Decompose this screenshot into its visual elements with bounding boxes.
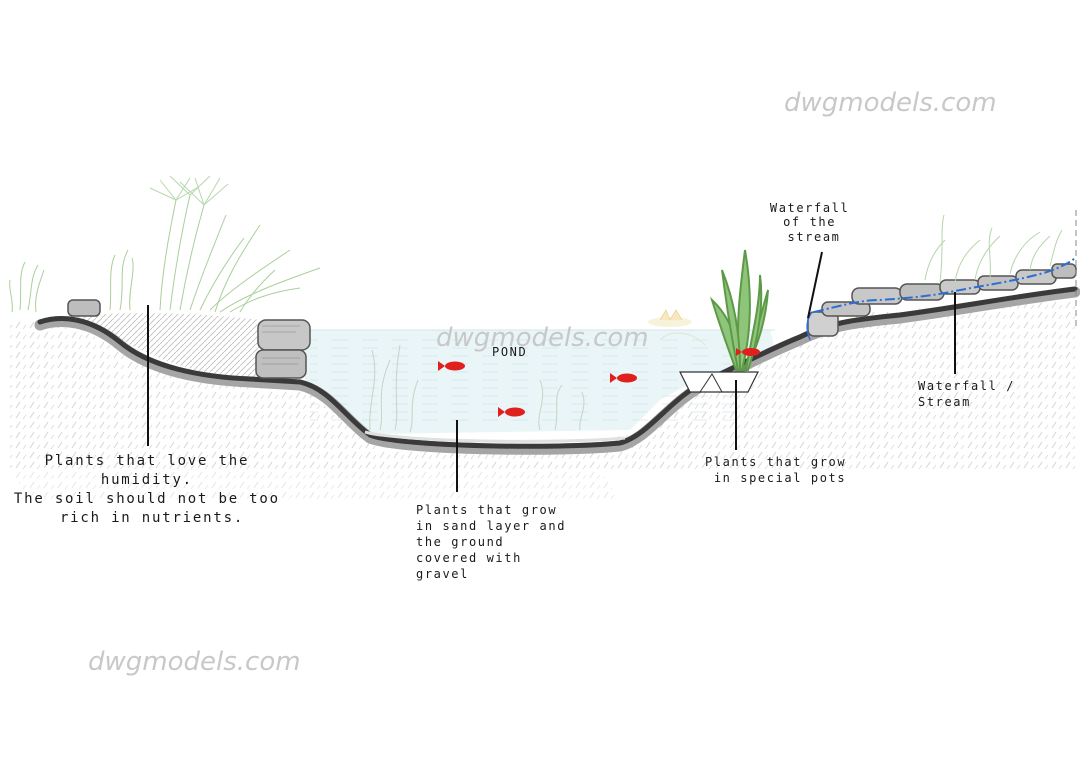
- waterfall-drop: [806, 311, 813, 341]
- sand-plants-label: Plants that grow in sand layer and the g…: [416, 503, 575, 581]
- left-bank-soil: [40, 313, 262, 380]
- leader-waterfall-top: [807, 251, 823, 319]
- left-plants-label: Plants that love the humidity. The soil …: [14, 453, 290, 526]
- right-bank-plants: [924, 214, 1063, 283]
- papyrus-heads: [149, 175, 229, 207]
- fish: [736, 348, 760, 356]
- pond-liner-shadow: [34, 286, 1080, 455]
- potted-plant: [679, 249, 769, 393]
- fish-group: [438, 348, 760, 417]
- fish: [438, 361, 465, 371]
- watermark-top-right: dwgmodels.com: [784, 88, 997, 118]
- fish: [498, 407, 525, 417]
- left-stones: [67, 299, 311, 379]
- pond-liner: [37, 286, 1078, 449]
- watermark-bottom-left: dwgmodels.com: [88, 647, 301, 677]
- waterfall-top-label: Waterfall of the stream: [770, 201, 858, 244]
- water-lily: [648, 309, 706, 346]
- sand-layer: [364, 430, 626, 443]
- stream-water: [813, 257, 1076, 313]
- soil-lower-fill: [10, 470, 620, 500]
- submerged-plants: [369, 344, 585, 433]
- watermark-center: dwgmodels.com: [436, 323, 649, 353]
- fish: [610, 373, 637, 383]
- left-bank-plants: [9, 194, 321, 313]
- waterfall-right-label: Waterfall / Stream: [918, 379, 1024, 409]
- pond-label: POND: [492, 345, 527, 359]
- pot-plants-label: Plants that grow in special pots: [705, 455, 855, 485]
